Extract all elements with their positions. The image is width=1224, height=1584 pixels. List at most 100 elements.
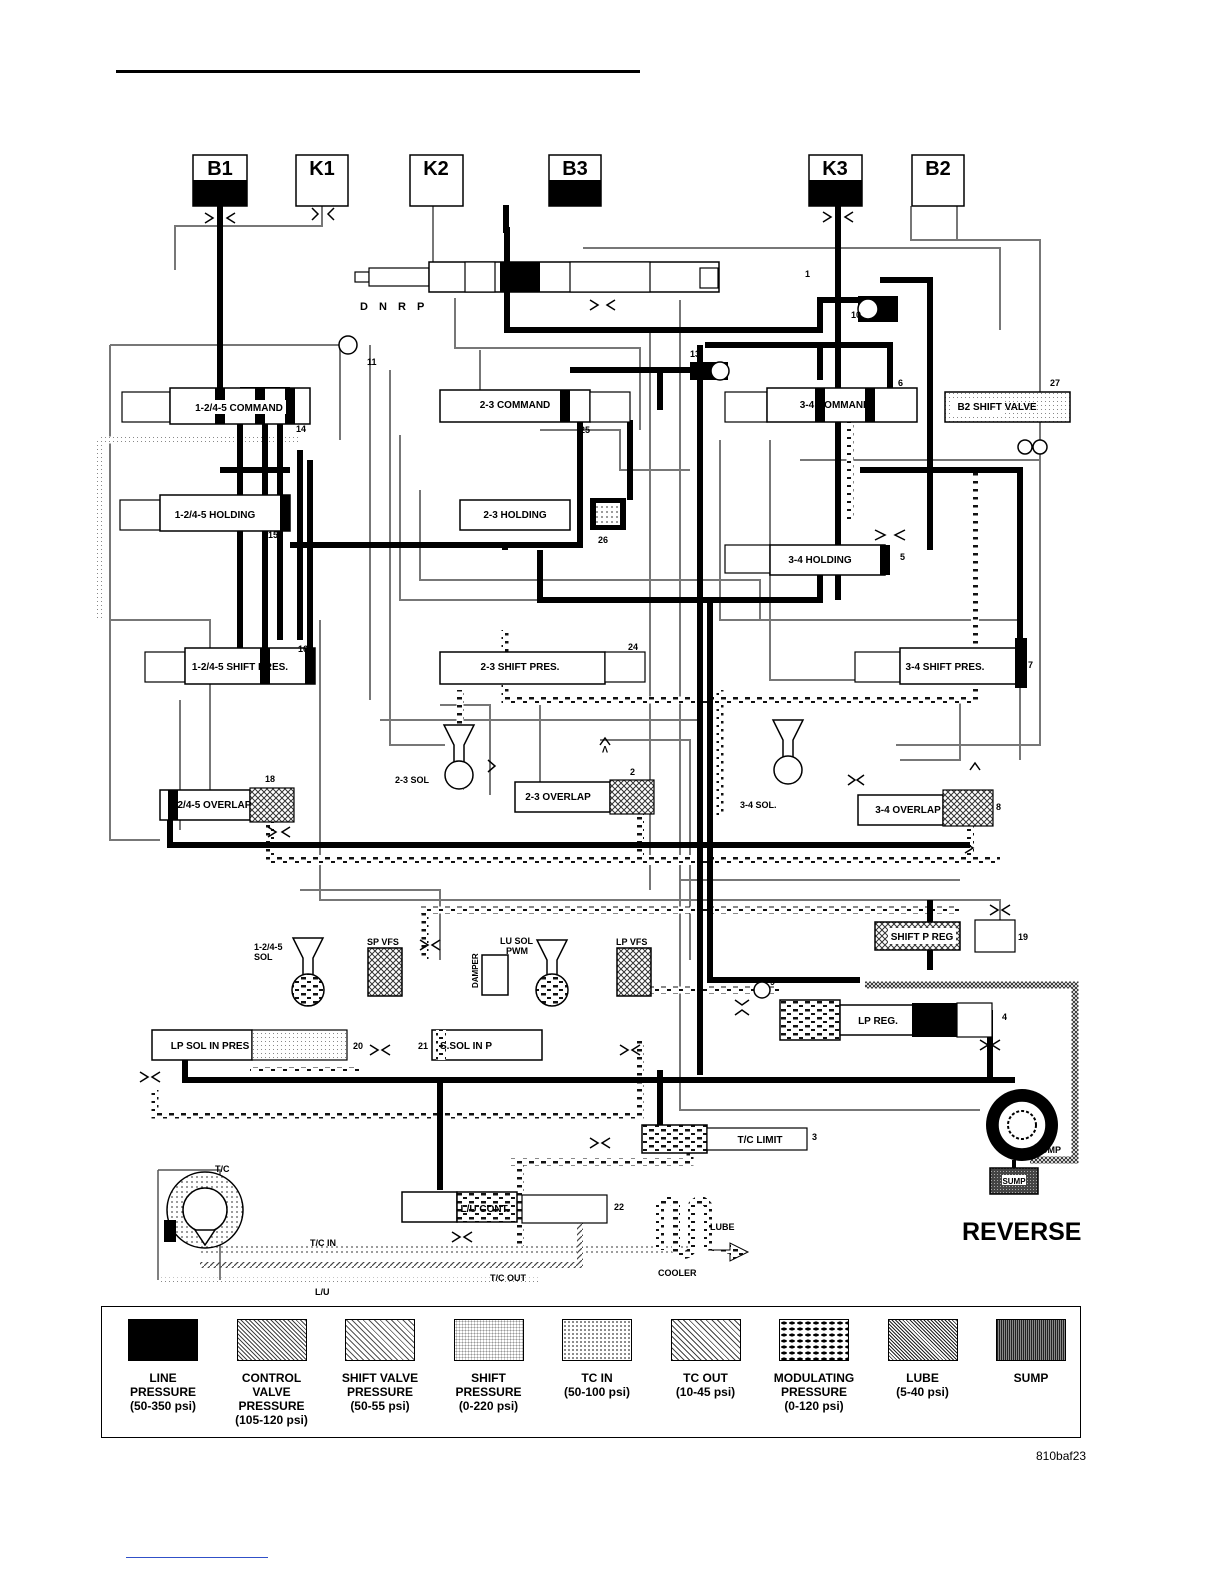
valve-23-holding: 2-3 HOLDING bbox=[459, 498, 626, 531]
svg-text:24: 24 bbox=[628, 642, 638, 652]
svg-text:1-2/4-5: 1-2/4-5 bbox=[254, 942, 283, 952]
svg-text:K2: K2 bbox=[423, 158, 449, 180]
svg-text:22: 22 bbox=[614, 1202, 624, 1212]
legend-swatch bbox=[236, 1319, 307, 1361]
solenoid-1245: 1-2/4-5 SOL bbox=[254, 937, 325, 1007]
valve-lp-sol-in-pres: LP SOL IN PRES bbox=[151, 1029, 348, 1061]
svg-text:T/C LIMIT: T/C LIMIT bbox=[738, 1135, 783, 1146]
legend-swatch bbox=[128, 1319, 198, 1361]
valve-1245-overlap: 1-2/4-5 OVERLAP bbox=[159, 787, 295, 823]
solenoid-23: 2-3 SOL bbox=[395, 724, 476, 790]
svg-text:5: 5 bbox=[900, 552, 905, 562]
header-rule bbox=[116, 70, 640, 73]
svg-text:7: 7 bbox=[1028, 660, 1033, 670]
solenoid-lp-vfs: LP VFS bbox=[616, 937, 652, 997]
valve-34-command: 3-4 COMMAND bbox=[724, 387, 918, 423]
svg-text:2-3 COMMAND: 2-3 COMMAND bbox=[480, 400, 551, 411]
svg-text:L/U CONT.: L/U CONT. bbox=[461, 1204, 510, 1215]
valve-1245-holding: 1-2/4-5 HOLDING bbox=[119, 494, 291, 532]
valve-23-command: 2-3 COMMAND bbox=[439, 389, 631, 423]
legend-swatch bbox=[562, 1319, 632, 1361]
solenoid-sp-vfs: SP VFS bbox=[367, 937, 403, 997]
diagram-title: REVERSE bbox=[962, 1218, 1082, 1246]
svg-text:4: 4 bbox=[1002, 1012, 1007, 1022]
svg-text:SHIFT P REG: SHIFT P REG bbox=[891, 932, 954, 943]
solenoids: 2-3 SOL 3-4 SOL. 1-2/4-5 SOL SP VFS DAMP… bbox=[254, 719, 805, 1007]
svg-text:B3: B3 bbox=[562, 158, 588, 180]
valve-1245-command: 1-2/4-5 COMMAND bbox=[121, 387, 311, 425]
svg-text:26: 26 bbox=[598, 535, 608, 545]
valve-34-shift-pres: 3-4 SHIFT PRES. bbox=[854, 638, 1027, 688]
legend-swatch bbox=[779, 1319, 849, 1361]
legend-label: LUBE(5-40 psi) bbox=[896, 1371, 949, 1399]
check-balls bbox=[338, 296, 1048, 999]
svg-text:2-3 OVERLAP: 2-3 OVERLAP bbox=[525, 792, 591, 803]
legend-label: SUMP bbox=[1013, 1371, 1049, 1385]
legend-swatch bbox=[670, 1319, 741, 1361]
legend-item: SUMP bbox=[976, 1319, 1086, 1385]
solenoid-34: 3-4 SOL. bbox=[740, 719, 805, 810]
component-numbers: 1 2 3 4 5 6 7 8 9 10 11 13 14 15 16 18 1… bbox=[265, 269, 1060, 1212]
svg-text:25: 25 bbox=[580, 425, 590, 435]
legend-label: TC OUT(10-45 psi) bbox=[675, 1371, 736, 1399]
svg-text:3-4 OVERLAP: 3-4 OVERLAP bbox=[875, 805, 941, 816]
svg-text:SOL: SOL bbox=[254, 952, 273, 962]
footer-rule bbox=[126, 1557, 268, 1558]
valve-lu-cont: L/U CONT. bbox=[401, 1191, 608, 1224]
svg-text:2-3 SHIFT PRES.: 2-3 SHIFT PRES. bbox=[481, 662, 560, 673]
svg-text:1-2/4-5 COMMAND: 1-2/4-5 COMMAND bbox=[195, 403, 283, 414]
svg-text:S.SOL IN P: S.SOL IN P bbox=[440, 1041, 492, 1052]
svg-text:3-4 HOLDING: 3-4 HOLDING bbox=[788, 555, 852, 566]
svg-text:10: 10 bbox=[851, 310, 861, 320]
valve-34-overlap: 3-4 OVERLAP bbox=[857, 789, 994, 827]
svg-text:K3: K3 bbox=[822, 158, 848, 180]
valve-34-holding: 3-4 HOLDING bbox=[724, 544, 890, 576]
valve-1245-shift-pres: 1-2/4-5 SHIFT PRES. bbox=[144, 647, 316, 685]
valve-b2-shift: B2 SHIFT VALVE bbox=[944, 391, 1071, 423]
svg-text:19: 19 bbox=[1018, 932, 1028, 942]
svg-text:18: 18 bbox=[265, 774, 275, 784]
svg-text:2-3 HOLDING: 2-3 HOLDING bbox=[483, 510, 547, 521]
svg-text:15: 15 bbox=[268, 530, 278, 540]
svg-text:T/C: T/C bbox=[215, 1164, 230, 1174]
cooler: COOLER LUBE bbox=[656, 1196, 750, 1278]
valve-23-shift-pres: 2-3 SHIFT PRES. bbox=[439, 651, 646, 685]
legend-item: LUBE(5-40 psi) bbox=[868, 1319, 978, 1399]
svg-text:L/U: L/U bbox=[315, 1287, 330, 1297]
figure-code: 810baf23 bbox=[1036, 1449, 1087, 1463]
shaded-passages bbox=[96, 420, 1079, 1283]
svg-text:6: 6 bbox=[898, 378, 903, 388]
svg-text:21: 21 bbox=[418, 1041, 428, 1051]
orifices bbox=[139, 207, 1011, 1243]
svg-text:SUMP: SUMP bbox=[1002, 1177, 1026, 1186]
valve-tc-limit: T/C LIMIT bbox=[641, 1124, 808, 1154]
svg-text:LP SOL IN PRES: LP SOL IN PRES bbox=[171, 1041, 250, 1052]
valve-23-overlap: 2-3 OVERLAP bbox=[514, 779, 655, 815]
svg-text:3-4 SOL.: 3-4 SOL. bbox=[740, 800, 777, 810]
valve-shift-p-reg: SHIFT P REG bbox=[874, 919, 1016, 953]
valve-lp-reg: LP REG. bbox=[779, 999, 993, 1041]
clutch-b3: B3 bbox=[548, 154, 602, 207]
svg-text:T/C IN: T/C IN bbox=[310, 1238, 336, 1248]
svg-text:13: 13 bbox=[690, 349, 700, 359]
passage-labels: T/C IN T/C OUT L/U V bbox=[310, 744, 608, 1297]
svg-text:3-4 SHIFT PRES.: 3-4 SHIFT PRES. bbox=[906, 662, 985, 673]
svg-text:LU SOL: LU SOL bbox=[500, 936, 534, 946]
legend-item: TC OUT(10-45 psi) bbox=[651, 1319, 761, 1399]
svg-text:LP VFS: LP VFS bbox=[616, 937, 647, 947]
svg-text:8: 8 bbox=[996, 802, 1001, 812]
legend-swatch bbox=[453, 1319, 524, 1361]
svg-text:2-3 SOL: 2-3 SOL bbox=[395, 775, 430, 785]
svg-text:11: 11 bbox=[367, 357, 377, 367]
svg-text:1-2/4-5 SHIFT PRES.: 1-2/4-5 SHIFT PRES. bbox=[192, 662, 288, 673]
svg-text:3: 3 bbox=[812, 1132, 817, 1142]
clutch-k1: K1 bbox=[295, 154, 349, 207]
svg-text:B1: B1 bbox=[207, 158, 233, 180]
